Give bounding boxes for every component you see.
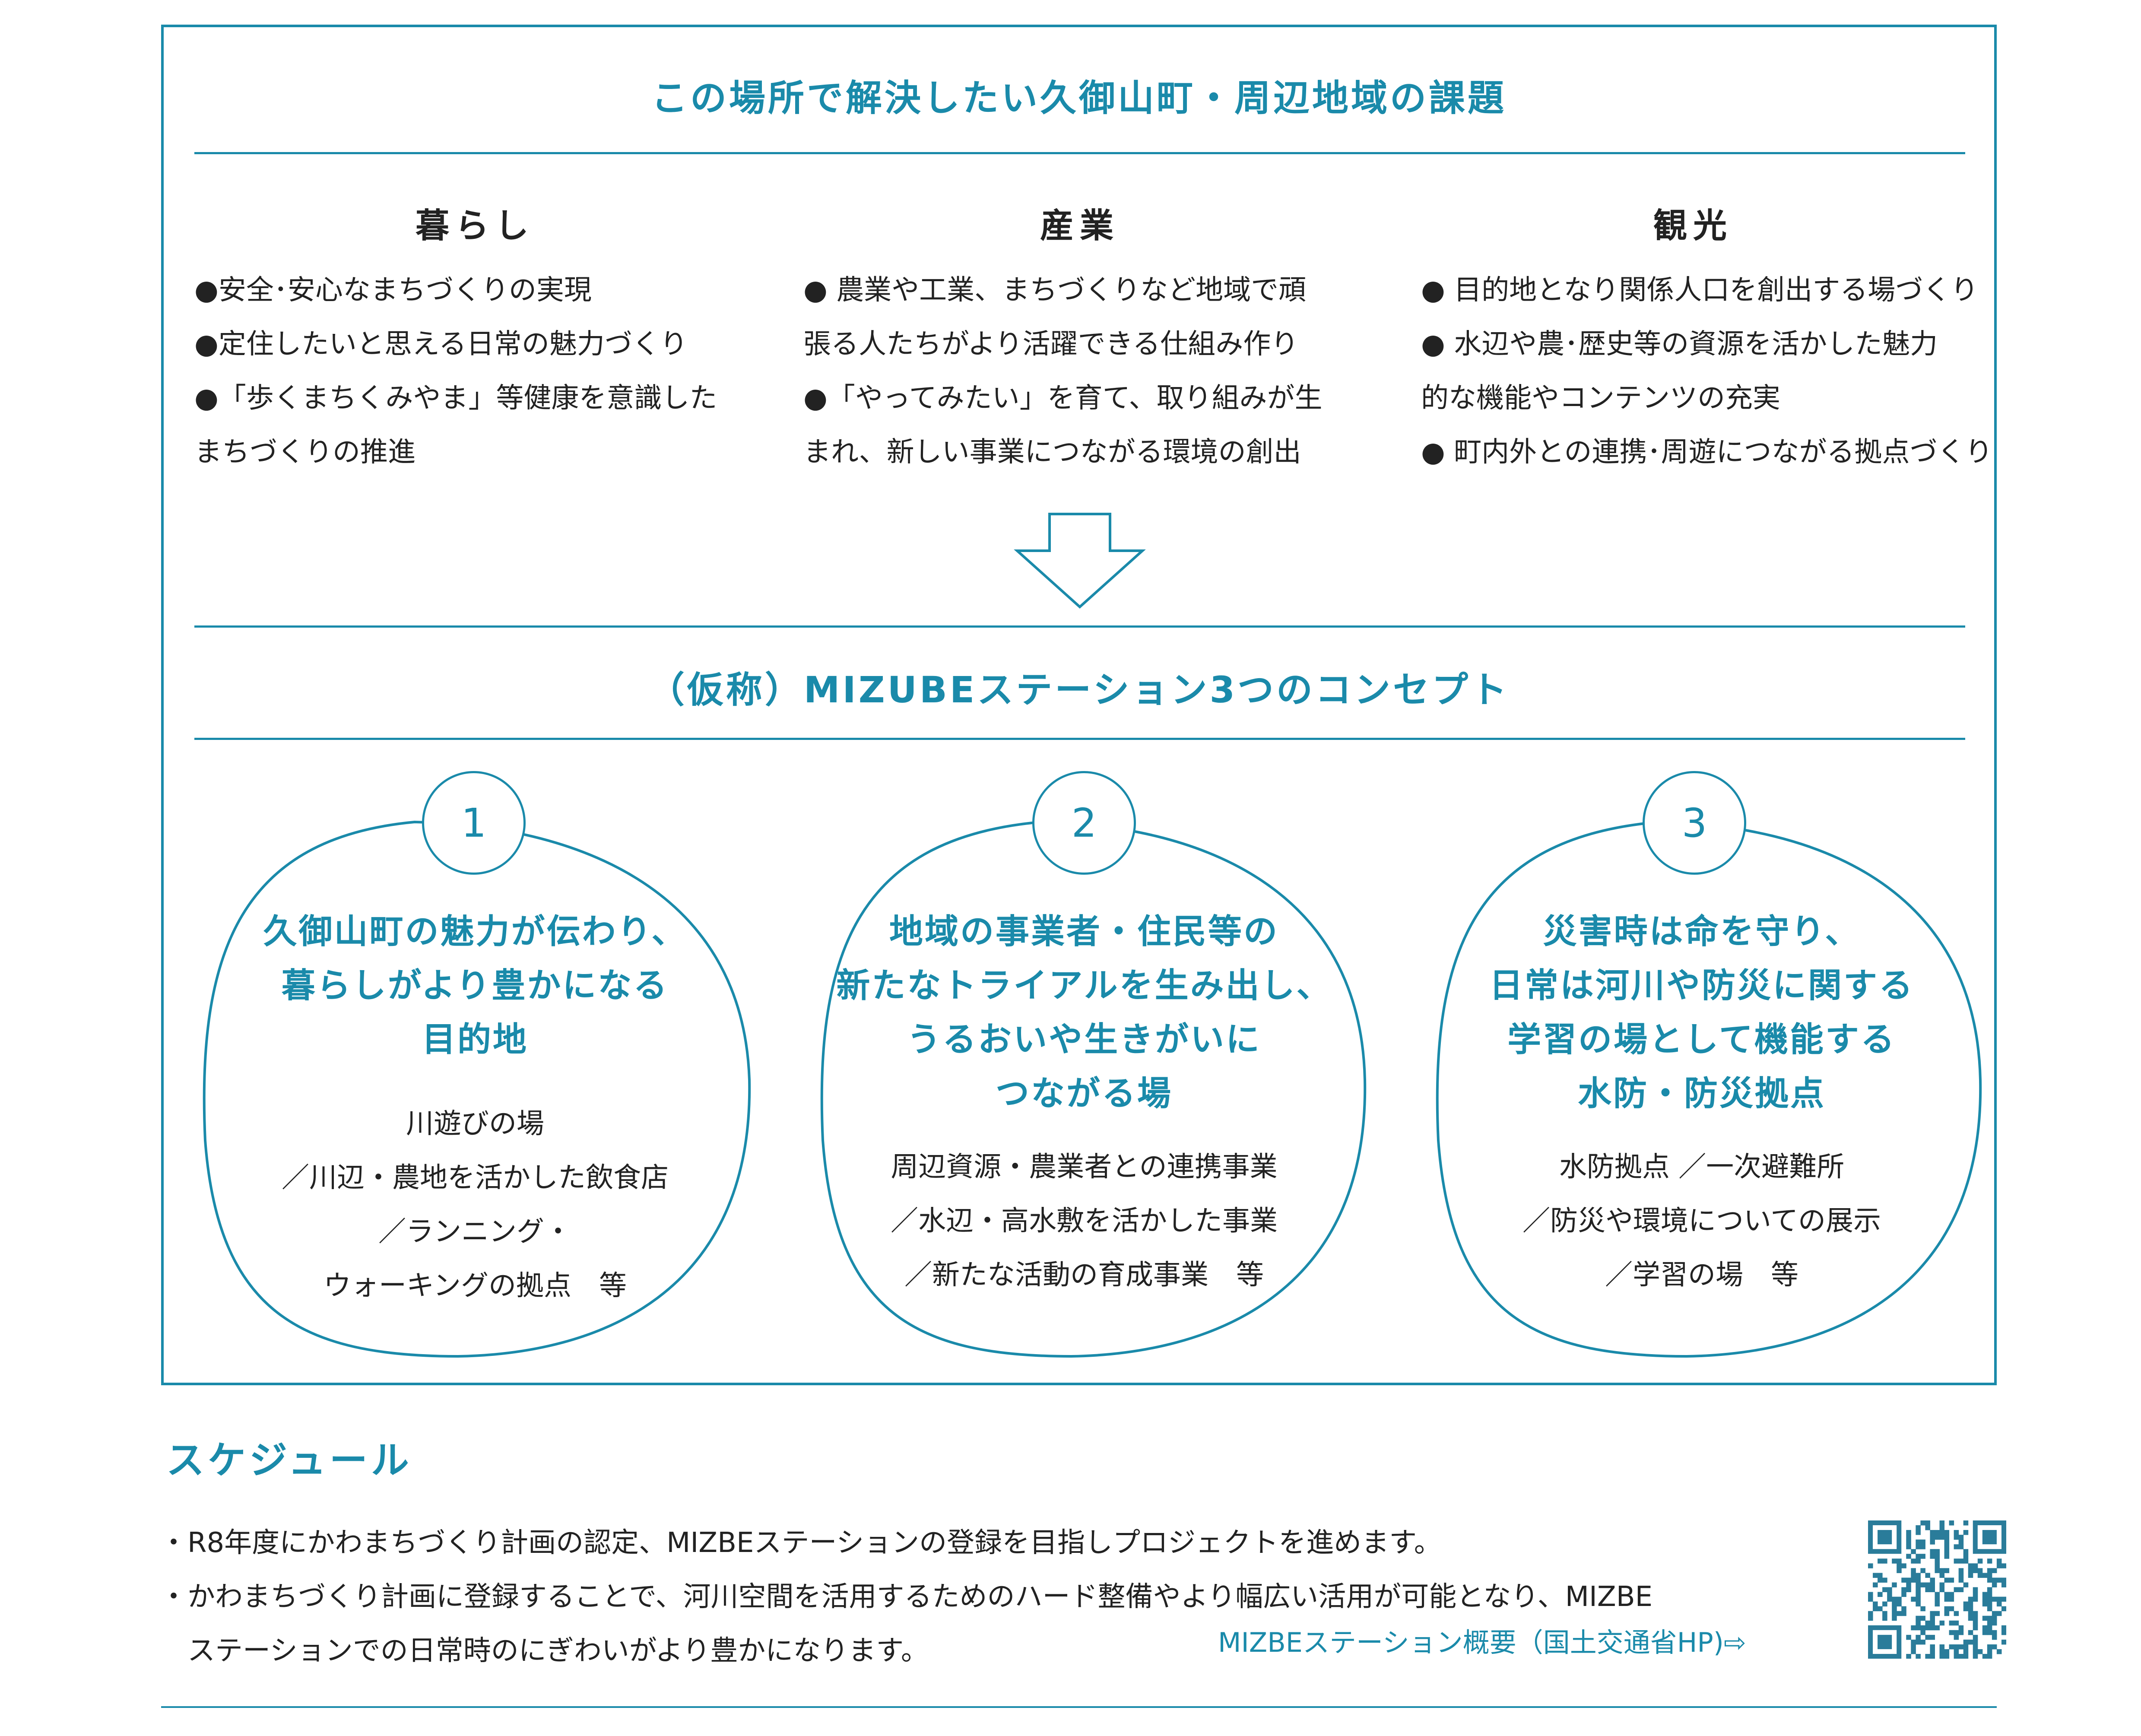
issues-list-tourism: ● 目的地となり関係人口を創出する場づくり ● 水辺や農･歴史等の資源を活かした… — [1421, 263, 1993, 479]
concept-body-line: ／学習の場 等 — [1605, 1259, 1798, 1291]
issue-item: まちづくりの推進 — [194, 436, 416, 468]
issues-list-industry: ● 農業や工業、まちづくりなど地域で頑 張る人たちがより活躍できる仕組み作り ●… — [803, 263, 1408, 479]
concepts-divider — [194, 738, 1965, 740]
issue-item: ●「やってみたい」を育て、取り組みが生 — [803, 382, 1323, 414]
issues-divider — [194, 152, 1965, 154]
concept-title-line: うるおいや生きがいに — [907, 1020, 1261, 1059]
concept-number-2: 2 — [1032, 771, 1136, 875]
column-heading-living: 暮らし — [415, 206, 535, 245]
concept-body-line: ／川辺・農地を活かした飲食店 — [282, 1162, 669, 1194]
concept-blobs — [203, 820, 1982, 1358]
concept-title-line: 地域の事業者・住民等の — [889, 912, 1279, 951]
bottom-divider — [161, 1706, 1997, 1708]
schedule-line: ステーションでの日常時のにぎわいがより豊かになります。 — [160, 1635, 929, 1667]
down-arrow-icon — [1014, 513, 1146, 609]
concept-body-line: 川遊びの場 — [406, 1108, 544, 1140]
qr-code-icon[interactable] — [1868, 1520, 2006, 1659]
issues-concepts-frame — [161, 25, 1997, 1385]
concept-title-line: 日常は河川や防災に関する — [1489, 966, 1914, 1005]
issue-item: ● 町内外との連携･周遊につながる拠点づくり — [1421, 436, 1993, 468]
column-heading-industry: 産業 — [1040, 206, 1120, 245]
concept-blob-2 — [820, 820, 1367, 1358]
concept-title-line: 久御山町の魅力が伝わり、 — [263, 912, 687, 951]
issue-item: まれ、新しい事業につながる環境の創出 — [803, 436, 1301, 468]
concept-body-line: 周辺資源・農業者との連携事業 — [891, 1151, 1278, 1183]
issues-list-living: ●安全･安心なまちづくりの実現 ●定住したいと思える日常の魅力づくり ●「歩くま… — [194, 263, 799, 479]
column-heading-tourism: 観光 — [1653, 206, 1733, 245]
issue-item: ●安全･安心なまちづくりの実現 — [194, 274, 592, 306]
concept-body-line: ／新たな活動の育成事業 等 — [904, 1259, 1264, 1291]
schedule-text: ・R8年度にかわまちづくり計画の認定、MIZBEステーションの登録を目指しプロジ… — [160, 1516, 1844, 1678]
concept-title-line: 水防・防災拠点 — [1577, 1074, 1826, 1113]
issue-item: ● 農業や工業、まちづくりなど地域で頑 — [803, 274, 1307, 306]
issues-title: この場所で解決したい久御山町・周辺地域の課題 — [651, 77, 1507, 119]
concept-2-body: 周辺資源・農業者との連携事業 ／水辺・高水敷を活かした事業 ／新たな活動の育成事… — [825, 1140, 1343, 1302]
concept-3-body: 水防拠点 ／一次避難所 ／防災や環境についての展示 ／学習の場 等 — [1443, 1140, 1961, 1302]
mizbe-overview-link[interactable]: MIZBEステーション概要（国土交通省HP)⇨ — [1218, 1627, 1746, 1658]
schedule-line: ・かわまちづくり計画に登録することで、河川空間を活用するためのハード整備やより幅… — [160, 1581, 1653, 1613]
concept-title-line: 災害時は命を守り、 — [1543, 912, 1861, 951]
issue-item: ●「歩くまちくみやま」等健康を意識した — [194, 382, 717, 414]
issue-item: 的な機能やコンテンツの充実 — [1421, 382, 1780, 414]
concept-body-line: ／防災や環境についての展示 — [1522, 1205, 1881, 1237]
schedule-line: ・R8年度にかわまちづくり計画の認定、MIZBEステーションの登録を目指しプロジ… — [160, 1527, 1442, 1559]
concept-body-line: ／ランニング・ — [378, 1216, 572, 1248]
schedule-title: スケジュール — [166, 1438, 412, 1482]
concept-title-line: つながる場 — [995, 1074, 1173, 1113]
issue-item: 張る人たちがより活躍できる仕組み作り — [803, 328, 1299, 360]
concept-body-line: 水防拠点 ／一次避難所 — [1559, 1151, 1845, 1183]
concept-1-body: 川遊びの場 ／川辺・農地を活かした飲食店 ／ランニング・ ウォーキングの拠点 等 — [216, 1097, 734, 1313]
concept-number-1: 1 — [422, 771, 526, 875]
concept-1-title: 久御山町の魅力が伝わり、 暮らしがより豊かになる 目的地 — [216, 905, 734, 1067]
issue-item: ●定住したいと思える日常の魅力づくり — [194, 328, 688, 360]
concept-blob-1 — [203, 820, 751, 1358]
concept-2-title: 地域の事業者・住民等の 新たなトライアルを生み出し、 うるおいや生きがいに つな… — [825, 905, 1343, 1121]
issue-item: ● 水辺や農･歴史等の資源を活かした魅力 — [1421, 328, 1938, 360]
concept-title-line: 学習の場として機能する — [1507, 1020, 1896, 1059]
concept-title-line: 目的地 — [422, 1020, 528, 1059]
concept-body-line: ウォーキングの拠点 等 — [323, 1270, 627, 1302]
concept-body-line: ／水辺・高水敷を活かした事業 — [891, 1205, 1278, 1237]
issue-item: ● 目的地となり関係人口を創出する場づくり — [1421, 274, 1979, 306]
concept-3-title: 災害時は命を守り、 日常は河川や防災に関する 学習の場として機能する 水防・防災… — [1443, 905, 1961, 1121]
concept-number-3: 3 — [1643, 771, 1746, 875]
concepts-title: （仮称）MIZUBEステーション3つのコンセプト — [648, 669, 1510, 711]
concepts-top-divider — [194, 625, 1965, 628]
concept-blob-3 — [1436, 820, 1982, 1358]
concept-title-line: 暮らしがより豊かになる — [281, 966, 669, 1005]
concept-title-line: 新たなトライアルを生み出し、 — [836, 966, 1332, 1005]
